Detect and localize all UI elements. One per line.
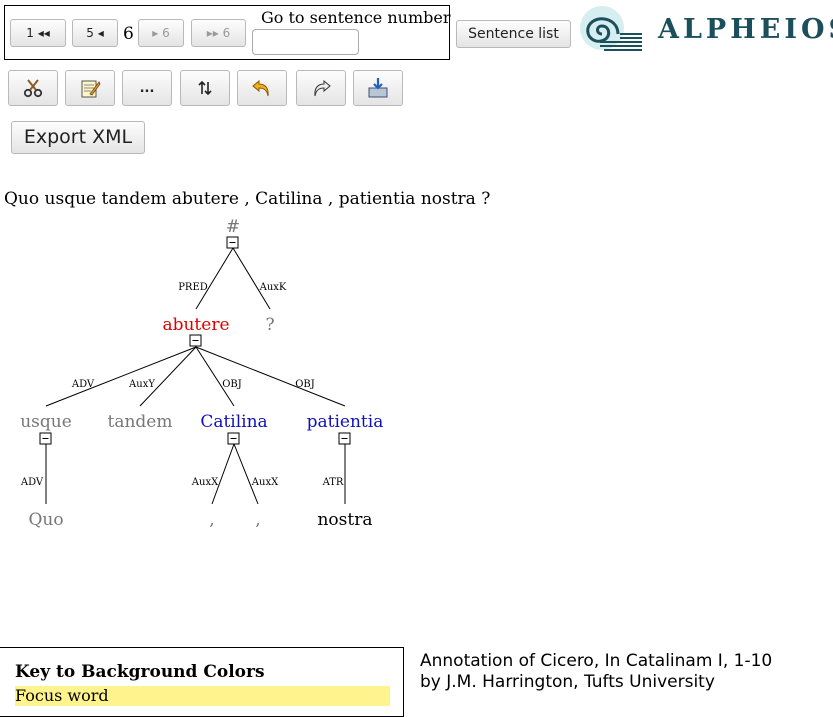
edge-label[interactable]: OBJ bbox=[295, 379, 315, 390]
undo-icon bbox=[252, 79, 269, 97]
tree-node[interactable]: ? bbox=[265, 315, 274, 335]
collapse-toggle[interactable] bbox=[227, 432, 240, 445]
credit-line-1: Annotation of Cicero, In Catalinam I, 1-… bbox=[420, 651, 773, 671]
tree-node[interactable]: , bbox=[255, 510, 260, 530]
notepad-icon bbox=[81, 80, 101, 98]
tree-node[interactable]: , bbox=[209, 510, 214, 530]
tree-node[interactable]: Catilina bbox=[200, 412, 267, 432]
previous-sentence-button[interactable]: 5 ◂ bbox=[72, 19, 118, 47]
collapse-toggle[interactable] bbox=[226, 236, 239, 249]
edge-label[interactable]: PRED bbox=[178, 282, 208, 293]
sentence-navigation-box bbox=[4, 5, 450, 60]
tree-node-focus[interactable]: abutere bbox=[162, 315, 229, 335]
edge-label[interactable]: OBJ bbox=[222, 379, 242, 390]
goto-sentence-input[interactable] bbox=[252, 29, 359, 55]
current-sentence-number: 6 bbox=[123, 24, 134, 44]
alpheios-logo-text: ALPHEIOS bbox=[658, 14, 833, 45]
save-button[interactable] bbox=[353, 70, 403, 106]
last-sentence-button[interactable]: ▸▸ 6 bbox=[191, 19, 246, 47]
edit-tool-button[interactable] bbox=[65, 70, 115, 106]
export-xml-button[interactable]: Export XML bbox=[11, 121, 145, 154]
alpheios-logo-icon bbox=[580, 6, 642, 51]
save-icon bbox=[368, 78, 388, 98]
tree-node[interactable]: tandem bbox=[108, 412, 173, 432]
next-sentence-button[interactable]: ▸ 6 bbox=[138, 19, 184, 47]
more-options-button[interactable]: ... bbox=[122, 70, 172, 106]
tree-root-node[interactable]: # bbox=[226, 217, 240, 237]
legend-focus-word: Focus word bbox=[15, 686, 390, 706]
color-legend-box bbox=[0, 647, 404, 717]
reorder-button[interactable] bbox=[180, 70, 230, 106]
legend-title: Key to Background Colors bbox=[15, 662, 265, 682]
tree-node[interactable]: patientia bbox=[307, 412, 384, 432]
sentence-text: Quo usque tandem abutere , Catilina , pa… bbox=[4, 189, 491, 209]
alpheios-logo: ALPHEIOS bbox=[578, 4, 833, 54]
tree-node[interactable]: nostra bbox=[317, 510, 372, 530]
dependency-tree: PRED AuxK ADV AuxY OBJ OBJ ADV AuxX AuxX… bbox=[20, 217, 384, 530]
swap-vertical-icon bbox=[198, 80, 212, 96]
redo-icon bbox=[314, 79, 331, 97]
split-tool-button[interactable] bbox=[8, 70, 58, 106]
credit-line-2: by J.M. Harrington, Tufts University bbox=[420, 672, 715, 692]
edge-label[interactable]: ADV bbox=[20, 477, 44, 488]
edge-label[interactable]: AuxX bbox=[251, 477, 279, 488]
first-sentence-button[interactable]: 1 ◂◂ bbox=[10, 19, 66, 47]
edge-label[interactable]: AuxK bbox=[259, 282, 287, 293]
collapse-toggle[interactable] bbox=[39, 432, 52, 445]
edge-label[interactable]: AuxX bbox=[191, 477, 219, 488]
edge-label[interactable]: AuxY bbox=[128, 379, 155, 390]
collapse-toggle[interactable] bbox=[338, 432, 351, 445]
goto-sentence-label: Go to sentence number bbox=[261, 8, 451, 27]
undo-button[interactable] bbox=[237, 70, 287, 106]
tree-node[interactable]: usque bbox=[20, 412, 72, 432]
redo-button[interactable] bbox=[296, 70, 346, 106]
tree-node[interactable]: Quo bbox=[28, 510, 63, 530]
collapse-toggle[interactable] bbox=[189, 334, 202, 347]
scissors-icon bbox=[23, 79, 43, 98]
edge-label[interactable]: ADV bbox=[71, 379, 95, 390]
edge-label[interactable]: ATR bbox=[322, 477, 344, 488]
sentence-list-button[interactable]: Sentence list bbox=[456, 20, 571, 48]
